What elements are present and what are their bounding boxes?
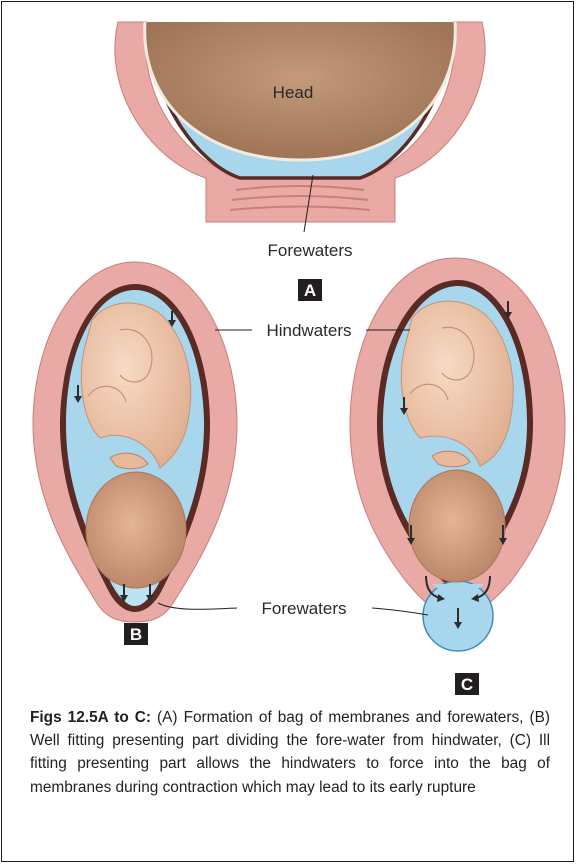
forewaters-label-bottom: Forewaters: [261, 599, 346, 618]
forewaters-label-top: Forewaters: [267, 241, 352, 260]
hindwaters-label: Hindwaters: [266, 321, 351, 340]
panel-c-fetal-head: [409, 470, 505, 582]
figure-caption: Figs 12.5A to C: (A) Formation of bag of…: [30, 706, 550, 799]
diagram: Head Forewaters A B: [0, 0, 577, 700]
panel-c-illustration: C: [350, 258, 565, 695]
panel-c-letter: C: [461, 675, 473, 694]
panel-b-illustration: B: [33, 262, 237, 645]
head-label: Head: [273, 83, 314, 102]
panel-a-illustration: Head Forewaters A: [115, 22, 485, 301]
panel-a-letter: A: [304, 281, 316, 300]
panel-b-letter: B: [130, 625, 142, 644]
caption-title: Figs 12.5A to C:: [30, 709, 151, 726]
panel-b-fetal-head: [86, 472, 186, 588]
